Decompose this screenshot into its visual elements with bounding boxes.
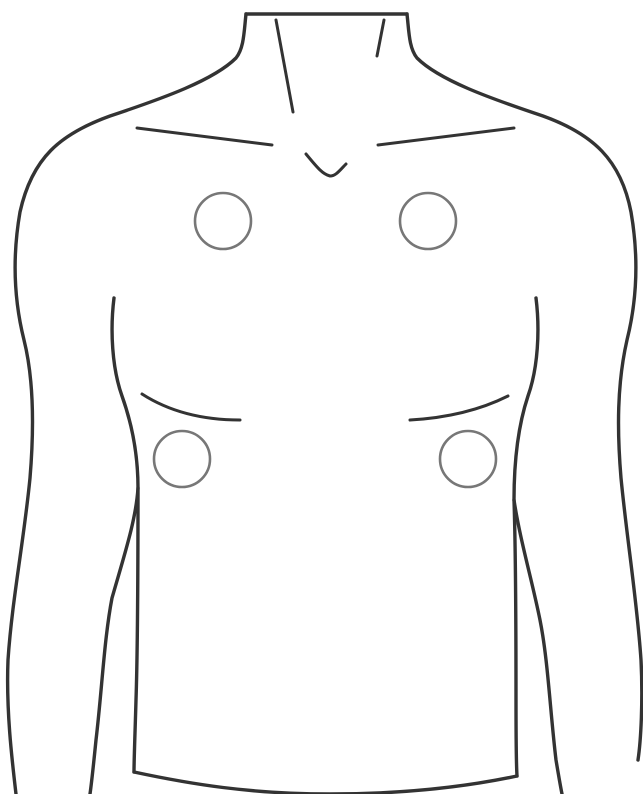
right-torso-side (514, 500, 517, 776)
right-pectoral-curve (410, 396, 508, 420)
left-collarbone-line (137, 128, 272, 145)
left-neck-muscle-line (276, 20, 293, 112)
right-neck-muscle-line (377, 20, 384, 56)
right-body-outline (407, 14, 642, 760)
electrode-ring-right-upper-chest (195, 193, 251, 249)
left-inner-arm-contour (90, 298, 138, 794)
waist-bottom-edge (134, 772, 517, 794)
right-inner-arm-contour (514, 298, 562, 794)
right-collarbone-line (378, 128, 514, 145)
electrode-ring-right-lower-abdomen (154, 431, 210, 487)
left-torso-side (134, 488, 138, 772)
electrode-ring-left-lower-abdomen (440, 431, 496, 487)
electrode-ring-left-upper-chest (400, 193, 456, 249)
sternal-notch (306, 154, 346, 176)
left-body-outline (8, 14, 246, 794)
left-pectoral-curve (142, 394, 240, 420)
